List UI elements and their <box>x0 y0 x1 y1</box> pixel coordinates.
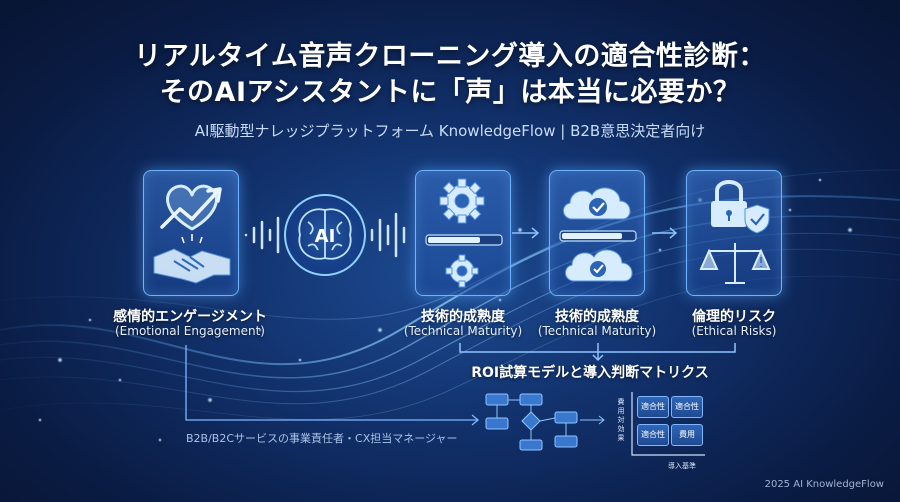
title-line-1: リアルタイム音声クローニング導入の適合性診断： <box>134 41 766 72</box>
node-4-label-en: (Technical Maturity) <box>537 324 657 338</box>
scales-icon <box>699 243 771 284</box>
emotional-engagement-card <box>143 170 239 296</box>
node-3-label-ja: 技術的成熟度 <box>421 309 505 325</box>
matrix-cell: 費用 <box>671 424 703 446</box>
node-1-label-ja: 感情的エンゲージメント <box>113 309 267 325</box>
matrix-x-axis-label: 導入基準 <box>668 462 696 470</box>
gear-icon-small <box>445 254 479 288</box>
node-5-label-en: (Ethical Risks) <box>691 324 777 338</box>
subtitle: AI駆動型ナレッジプラットフォーム KnowledgeFlow | B2B意思決… <box>194 122 706 140</box>
node-1-label-en: (Emotional Engagement) <box>114 324 265 338</box>
footer-copyright: 2025 AI KnowledgeFlow <box>764 479 884 490</box>
ai-brain-node: AI <box>244 185 406 285</box>
node-5-label-ja: 倫理的リスク <box>692 309 776 325</box>
progress-bar-icon <box>559 230 637 242</box>
heart-icon <box>166 184 218 231</box>
shield-check-icon <box>744 204 770 234</box>
matrix-cell: 適合性 <box>637 396 669 418</box>
trend-arrow-icon <box>160 187 222 229</box>
lock-icon <box>711 180 747 227</box>
matrix-y-axis-label: 費用対効果 <box>617 398 625 442</box>
technical-maturity-card-2 <box>549 170 645 296</box>
title-line-2: そのAIアシスタントに「声」は本当に必要か？ <box>159 77 741 108</box>
ai-text: AI <box>315 226 336 247</box>
node-4-label-ja: 技術的成熟度 <box>555 309 639 325</box>
ethical-risks-card <box>686 170 782 296</box>
gear-icon <box>439 178 485 224</box>
cloud-check-icon-small <box>565 249 633 282</box>
progress-bar-icon <box>425 234 503 246</box>
handshake-icon <box>153 248 231 284</box>
matrix-cell: 適合性 <box>637 424 669 446</box>
node-3-label-en: (Technical Maturity) <box>403 324 523 338</box>
technical-maturity-card-1 <box>415 170 511 296</box>
flowchart <box>485 393 578 451</box>
matrix-cell: 適合性 <box>671 396 703 418</box>
target-audience: B2B/B2Cサービスの事業責任者・CX担当マネージャー <box>186 432 458 445</box>
cloud-check-icon <box>563 187 631 220</box>
ai-brain-icon <box>298 208 352 260</box>
roi-matrix-title: ROI試算モデルと導入判断マトリクス <box>471 365 709 381</box>
